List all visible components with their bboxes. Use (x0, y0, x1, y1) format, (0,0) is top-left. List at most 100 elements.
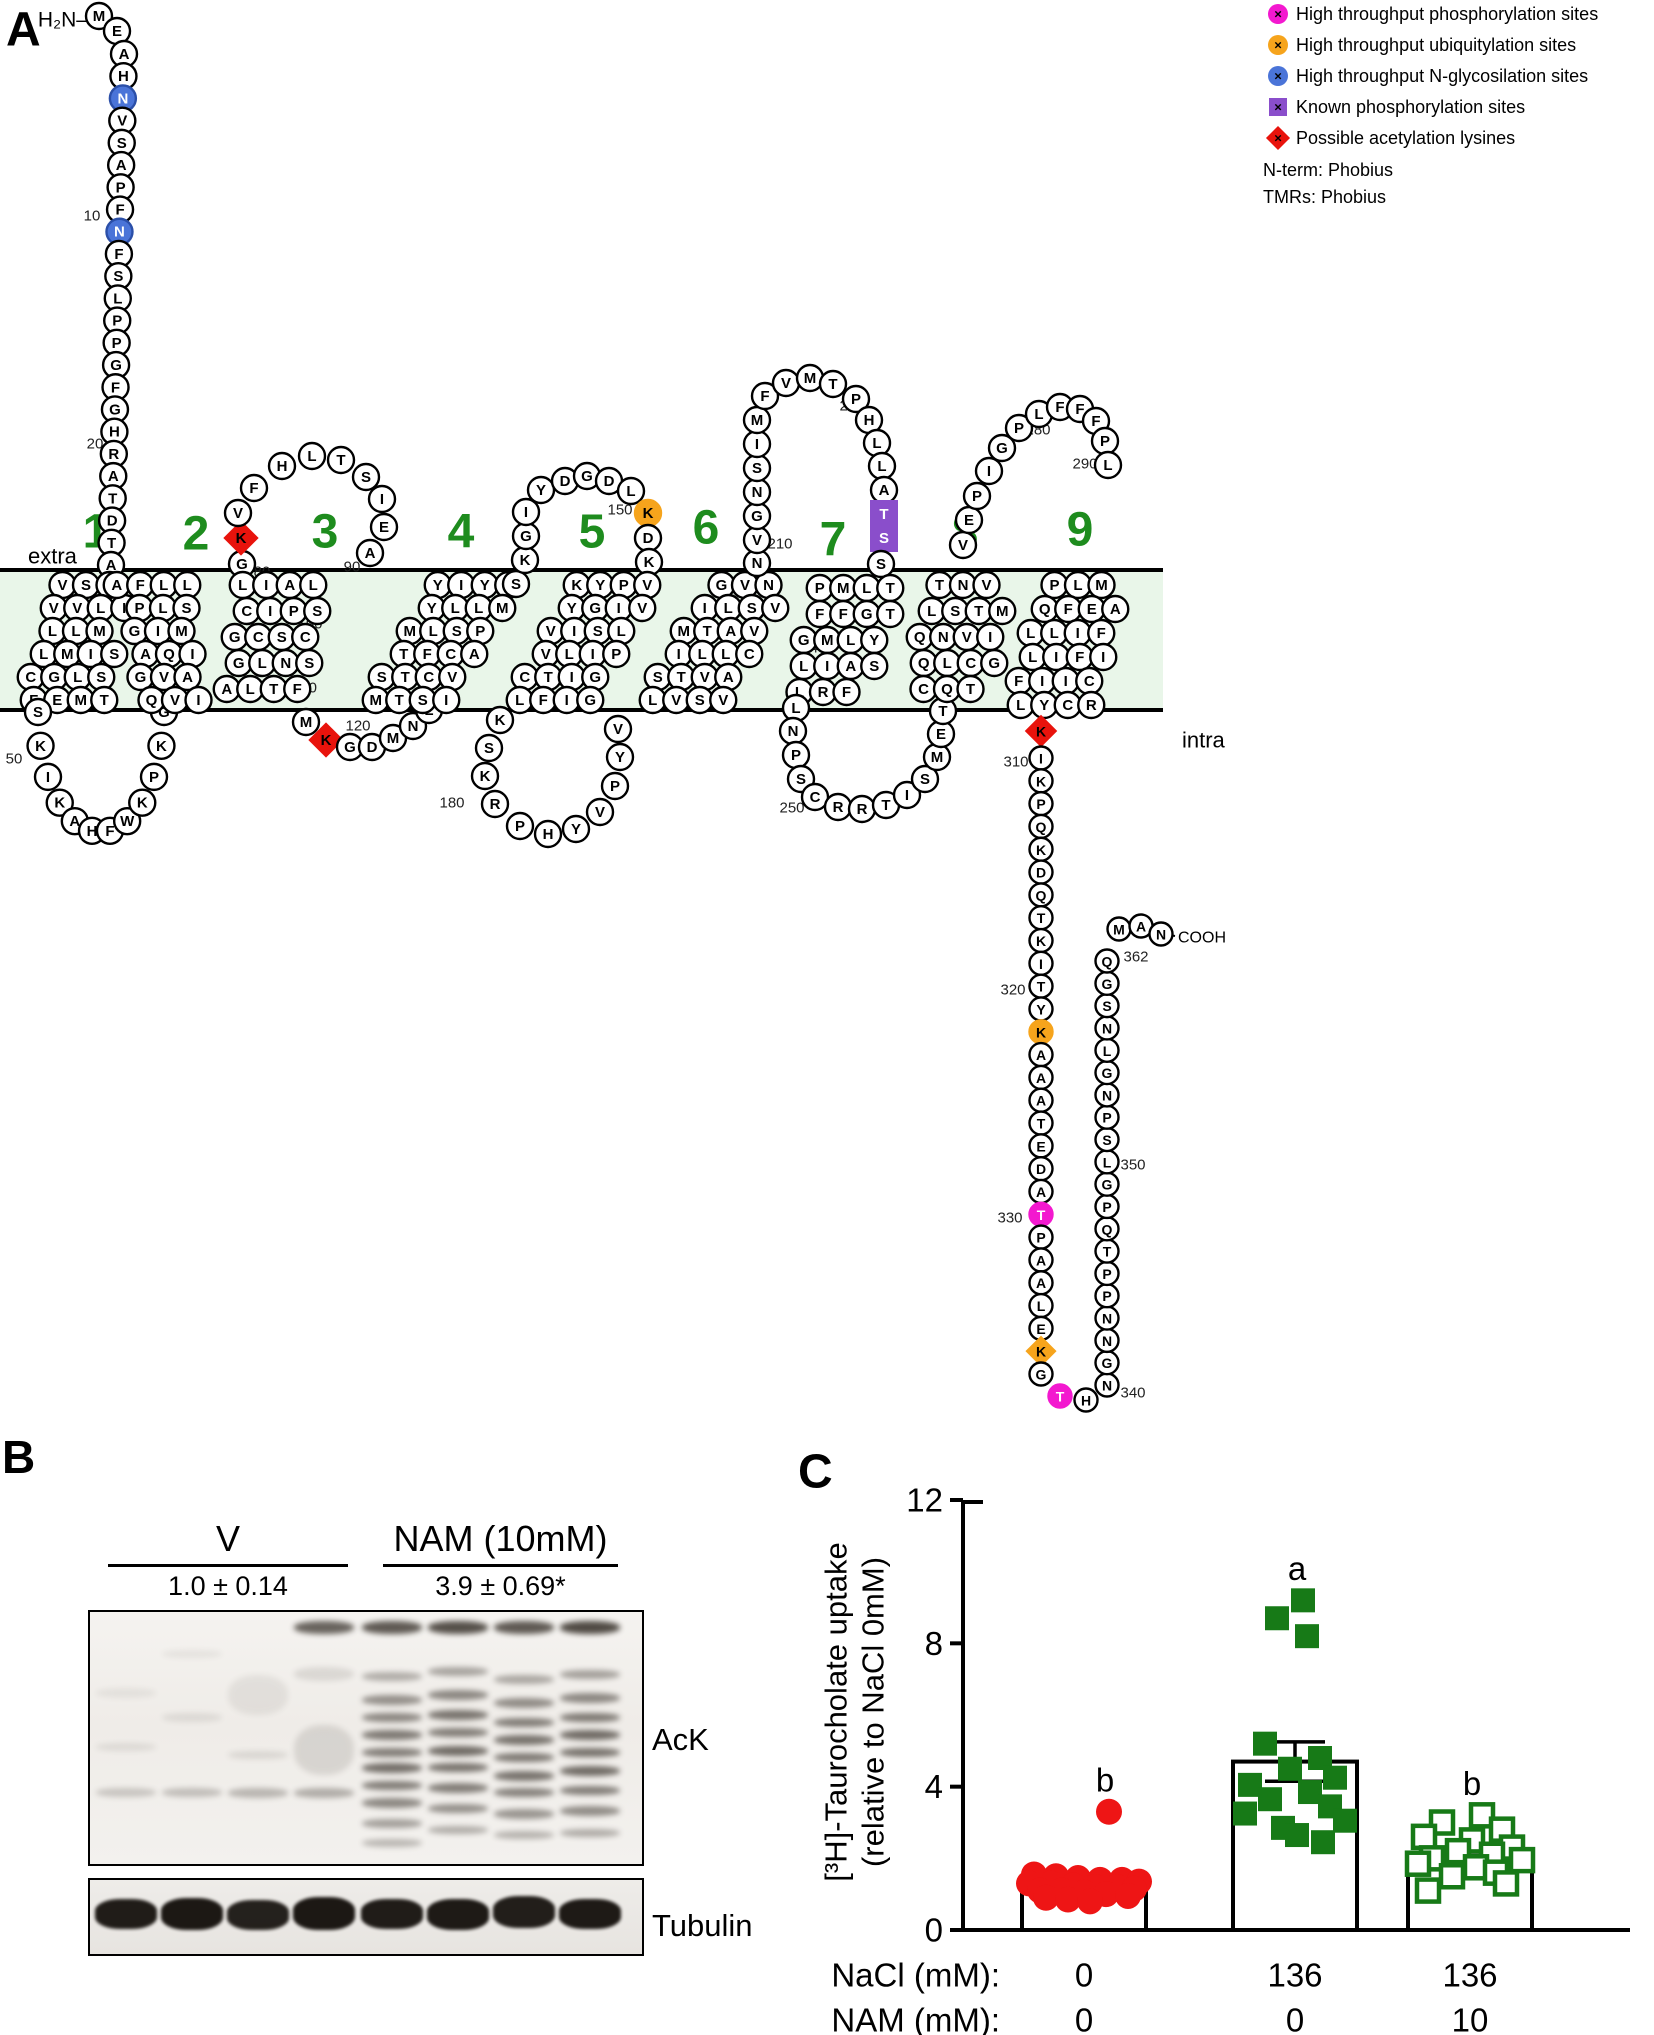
residue-diamond (1025, 1335, 1057, 1367)
residue-letter: T (828, 376, 837, 393)
residue: P (1040, 570, 1069, 600)
residue: G (1094, 1349, 1120, 1376)
residue-letter: K (644, 554, 655, 571)
residue: M (84, 1, 114, 31)
residue-letter: H (1081, 1393, 1091, 1409)
residue: M (795, 363, 825, 393)
residue-letter: K (1036, 1024, 1046, 1040)
residue: Y (1028, 996, 1054, 1022)
residue-number-label: 320 (1000, 982, 1025, 999)
residue-letter: N (114, 224, 125, 241)
residue-circle (1028, 1361, 1054, 1387)
blot-band (96, 1743, 156, 1752)
residue-letter: Q (1039, 601, 1051, 618)
residue-letter: H (543, 826, 554, 843)
residue-letter: N (1102, 1311, 1112, 1327)
residue-letter: L (799, 658, 808, 675)
blot-band (560, 1620, 620, 1634)
residue-letter: M (837, 580, 850, 597)
residue-letter: V (671, 692, 681, 709)
residue: Q (1028, 882, 1054, 908)
residue: M (291, 707, 321, 737)
residue-circle (1101, 594, 1130, 624)
residue-letter: S (869, 658, 879, 675)
residue: M (988, 596, 1017, 626)
residue: E (1077, 594, 1106, 624)
blot-band (560, 1785, 620, 1795)
residue-letter: L (721, 646, 730, 663)
residue-letter: T (544, 669, 553, 686)
residue: K (128, 788, 157, 817)
residue: G (40, 662, 69, 692)
residue: K (562, 570, 591, 600)
data-point-green-square (1253, 1731, 1277, 1756)
data-point-green-open-square (1508, 1846, 1536, 1874)
residue: H (854, 405, 884, 435)
residue-letter: I (380, 491, 384, 508)
residue-circle (488, 593, 517, 623)
residue-letter: M (61, 646, 74, 663)
residue-letter: G (158, 704, 170, 721)
residue: L (1094, 1149, 1120, 1175)
legend-item: ×High throughput ubiquitylation sites (1268, 35, 1576, 55)
residue-circle (90, 685, 119, 715)
residue-letter: S (876, 556, 886, 573)
residue: E (1028, 1133, 1054, 1159)
residue-number-label: 150 (607, 502, 632, 519)
residue-letter: L (862, 580, 871, 597)
residue-letter: I (988, 629, 992, 646)
residue-letter: K (1036, 773, 1046, 789)
residue-letter: S (418, 692, 428, 709)
residue: L (419, 616, 448, 646)
residue-letter: L (1103, 1154, 1112, 1170)
residue: I (560, 616, 589, 646)
residue-letter: A (140, 646, 151, 663)
residue-letter: T (395, 692, 404, 709)
residue-letter: D (560, 473, 571, 490)
residue-letter: G (344, 739, 356, 756)
residue-letter: L (474, 600, 483, 617)
residue: V (742, 525, 772, 555)
residue: S (1094, 1126, 1120, 1153)
residue-letter: T (1037, 910, 1046, 926)
residue-letter: Q (163, 646, 175, 663)
data-point-red-circle (1077, 1888, 1103, 1915)
residue-letter: A (69, 813, 80, 830)
residue-circle (818, 369, 848, 399)
residue-letter: G (1102, 976, 1113, 992)
residue-letter: F (1064, 601, 1073, 618)
residue-letter: S (511, 576, 521, 593)
data-point-green-square (1285, 1823, 1309, 1848)
residue-letter: F (839, 606, 848, 623)
residue-letter: T (935, 577, 944, 594)
residue-circle (974, 456, 1004, 486)
residue: I (1028, 666, 1057, 696)
residue-number-label: 290 (1072, 456, 1097, 473)
residue-letter: I (1076, 625, 1080, 642)
residue-letter: A (111, 577, 122, 594)
residue-letter: C (1084, 673, 1095, 690)
residue: S (367, 662, 396, 692)
data-point-green-square (1233, 1801, 1257, 1826)
residue-letter: G (584, 692, 596, 709)
residue-letter: P (1036, 796, 1045, 812)
residue-letter: M (1095, 577, 1108, 594)
residue-letter: P (611, 646, 621, 663)
residue-letter: Q (918, 655, 930, 672)
residue-letter: Y (615, 749, 625, 766)
data-point-green-open-square (1410, 1823, 1438, 1851)
residue: A (212, 674, 241, 704)
residue-letter: H (87, 823, 98, 840)
residue: R (480, 789, 510, 819)
residue-letter: I (459, 577, 463, 594)
residue: S (23, 697, 53, 727)
residue: V (690, 662, 719, 692)
residue: G (581, 662, 610, 692)
legend-swatch-square (1269, 98, 1287, 116)
y-tick-label: 4 (925, 1768, 943, 1805)
residue-letter: I (1039, 956, 1043, 972)
residue-letter: G (109, 401, 121, 418)
tm-number: 2 (183, 508, 210, 561)
residue: L (299, 570, 328, 600)
residue-letter: Q (1036, 819, 1047, 835)
